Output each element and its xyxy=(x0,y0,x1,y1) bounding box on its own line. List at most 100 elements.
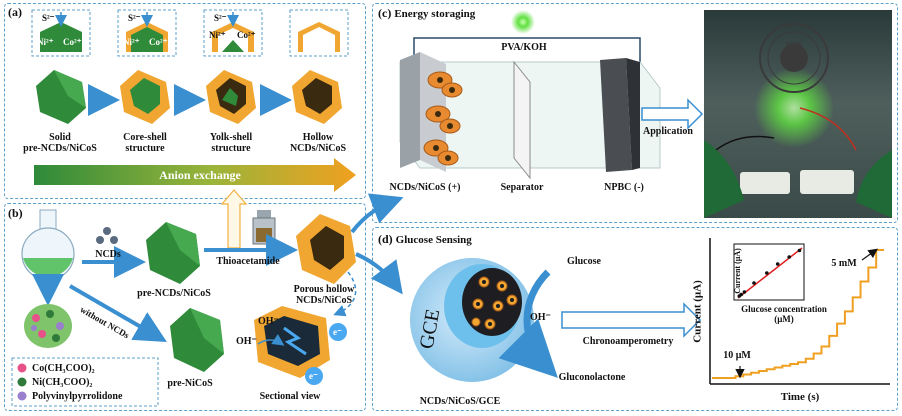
negative-electrode xyxy=(600,58,640,172)
ion-box-2 xyxy=(117,9,177,57)
particle-porous-hollow xyxy=(296,214,356,284)
inset-point-5 xyxy=(775,262,780,266)
ion-s-1: S²⁻ xyxy=(42,13,55,23)
ion-ni-3: Ni²⁺ xyxy=(209,30,226,40)
chronoamperometry-label: Chronoamperometry xyxy=(582,336,674,347)
panel-d-frame xyxy=(372,227,898,411)
precursor-mixture xyxy=(24,304,72,348)
legend-dot-pvp xyxy=(17,391,27,401)
led-glow-small xyxy=(511,10,535,34)
gluconolactone-label: Gluconolactone xyxy=(558,372,626,383)
sectional-view-label: Sectional view xyxy=(259,391,321,402)
annotation-5mM: 5 mM xyxy=(831,258,857,269)
ncds-dots xyxy=(96,227,118,244)
annotation-10uM: 10 μM xyxy=(723,350,751,361)
chart-ylabel: Current (μA) xyxy=(691,280,704,343)
separator-sheet xyxy=(513,60,531,180)
anion-exchange-text: Anion exchange xyxy=(159,168,241,182)
panel-d-label: (d) Glucose Sensing xyxy=(378,232,472,247)
sectional-view xyxy=(254,306,347,385)
legend-pvp: Polyvinylpyrrolidone xyxy=(32,391,123,402)
thioacetamide-label: Thioacetamide xyxy=(216,256,280,267)
stage-1-line2: pre-NCDs/NiCoS xyxy=(23,143,97,154)
particle-core-shell xyxy=(120,70,170,124)
oh-label-1: OH⁻ xyxy=(258,316,279,327)
chronoamperometry-arrow xyxy=(561,302,702,338)
inset-point-2 xyxy=(742,290,747,294)
application-label: Application xyxy=(642,126,693,137)
inset-frame xyxy=(733,243,805,301)
inset-point-1 xyxy=(739,292,743,297)
glucose-label: Glucose xyxy=(567,256,601,267)
inset-xlabel-text: Glucose concentration (μM) xyxy=(741,304,827,324)
particle-hollow xyxy=(292,70,342,124)
gce-electrode-label: NCDs/NiCoS/GCE xyxy=(419,396,501,407)
electron-label-2: e⁻ xyxy=(309,371,318,381)
arrow-to-sensing xyxy=(355,252,403,295)
without-ncds-arrow xyxy=(68,284,167,343)
legend-dot-ni xyxy=(17,377,27,387)
inset-point-7 xyxy=(797,248,802,253)
negative-electrode-label: NPBC (-) xyxy=(604,182,644,193)
panel-c-letter: (c) xyxy=(378,6,392,20)
panel-d-title: Glucose Sensing xyxy=(395,234,472,246)
process-up-arrow xyxy=(220,189,248,249)
chart-xlabel: Time (s) xyxy=(780,391,820,403)
flask xyxy=(21,209,75,281)
panel-a-label: (a) xyxy=(8,5,22,19)
stage-4-line2: NCDs/NiCoS xyxy=(289,143,347,154)
ion-ni-1: Ni²⁺ xyxy=(37,37,54,47)
porous-line1: Porous hollow xyxy=(293,284,355,295)
panel-d-letter: (d) xyxy=(378,232,393,246)
ion-ni-2: Ni²⁺ xyxy=(123,37,140,47)
positive-electrode xyxy=(400,52,463,172)
inset-xlabel: Glucose concentration (μM) xyxy=(734,304,834,324)
pre-ncds-label: pre-NCDs/NiCoS xyxy=(137,288,211,299)
legend-co: Co(CH₃COO)₂ xyxy=(32,363,95,374)
separator-label: Separator xyxy=(500,182,544,193)
inset-point-6 xyxy=(787,255,791,259)
legend-ni: Ni(CH₃COO)₂ xyxy=(32,377,93,388)
inset-point-4 xyxy=(765,271,769,275)
panel-b-label: (b) xyxy=(8,206,23,220)
oh-label-2: OH⁻ xyxy=(236,336,257,347)
autoclave xyxy=(252,210,276,245)
stage-2-line2: structure xyxy=(125,143,165,154)
oh-label-d: OH⁻ xyxy=(530,312,551,323)
pre-nicos-label: pre-NiCoS xyxy=(167,378,213,389)
stage-3-line2: structure xyxy=(211,143,251,154)
current-trace xyxy=(712,249,884,379)
inset-points xyxy=(737,248,802,298)
panel-b-frame xyxy=(4,203,366,411)
ion-co-1: Co²⁺ xyxy=(63,37,82,47)
panel-a-frame xyxy=(4,3,366,199)
particle-solid xyxy=(36,70,86,124)
panel-c-frame xyxy=(372,3,898,223)
application-arrow xyxy=(641,98,704,130)
stage-1-line1: Solid xyxy=(49,132,71,143)
arrow-to-energy xyxy=(350,193,404,234)
ion-box-4 xyxy=(289,9,349,57)
ion-co-2: Co²⁺ xyxy=(149,37,168,47)
ncds-label: NCDs xyxy=(95,249,121,260)
electron-label-1: e⁻ xyxy=(333,327,342,337)
ion-s-2: S²⁻ xyxy=(128,13,141,23)
particle-yolk-shell xyxy=(206,70,256,124)
porous-line2: NCDs/NiCoS xyxy=(295,295,353,306)
ion-box-3 xyxy=(203,9,263,57)
ion-box-1 xyxy=(31,9,91,57)
legend-box xyxy=(11,357,159,407)
legend-dot-co xyxy=(17,363,27,373)
panel-c-label: (c) Energy storaging xyxy=(378,6,475,21)
stage-3-line1: Yolk-shell xyxy=(209,132,253,143)
anion-exchange-banner xyxy=(34,158,356,192)
particle-pre-ncds xyxy=(146,222,200,284)
seal-year: 1906 xyxy=(785,40,803,50)
particle-pre-nicos xyxy=(170,308,224,372)
panel-c-title: Energy storaging xyxy=(394,8,476,20)
chronoamperometry-chart xyxy=(709,238,890,385)
stage-4-line1: Hollow xyxy=(302,132,334,143)
inset-ylabel: Current (μA) xyxy=(733,248,742,294)
inset-fit-line xyxy=(737,247,803,299)
